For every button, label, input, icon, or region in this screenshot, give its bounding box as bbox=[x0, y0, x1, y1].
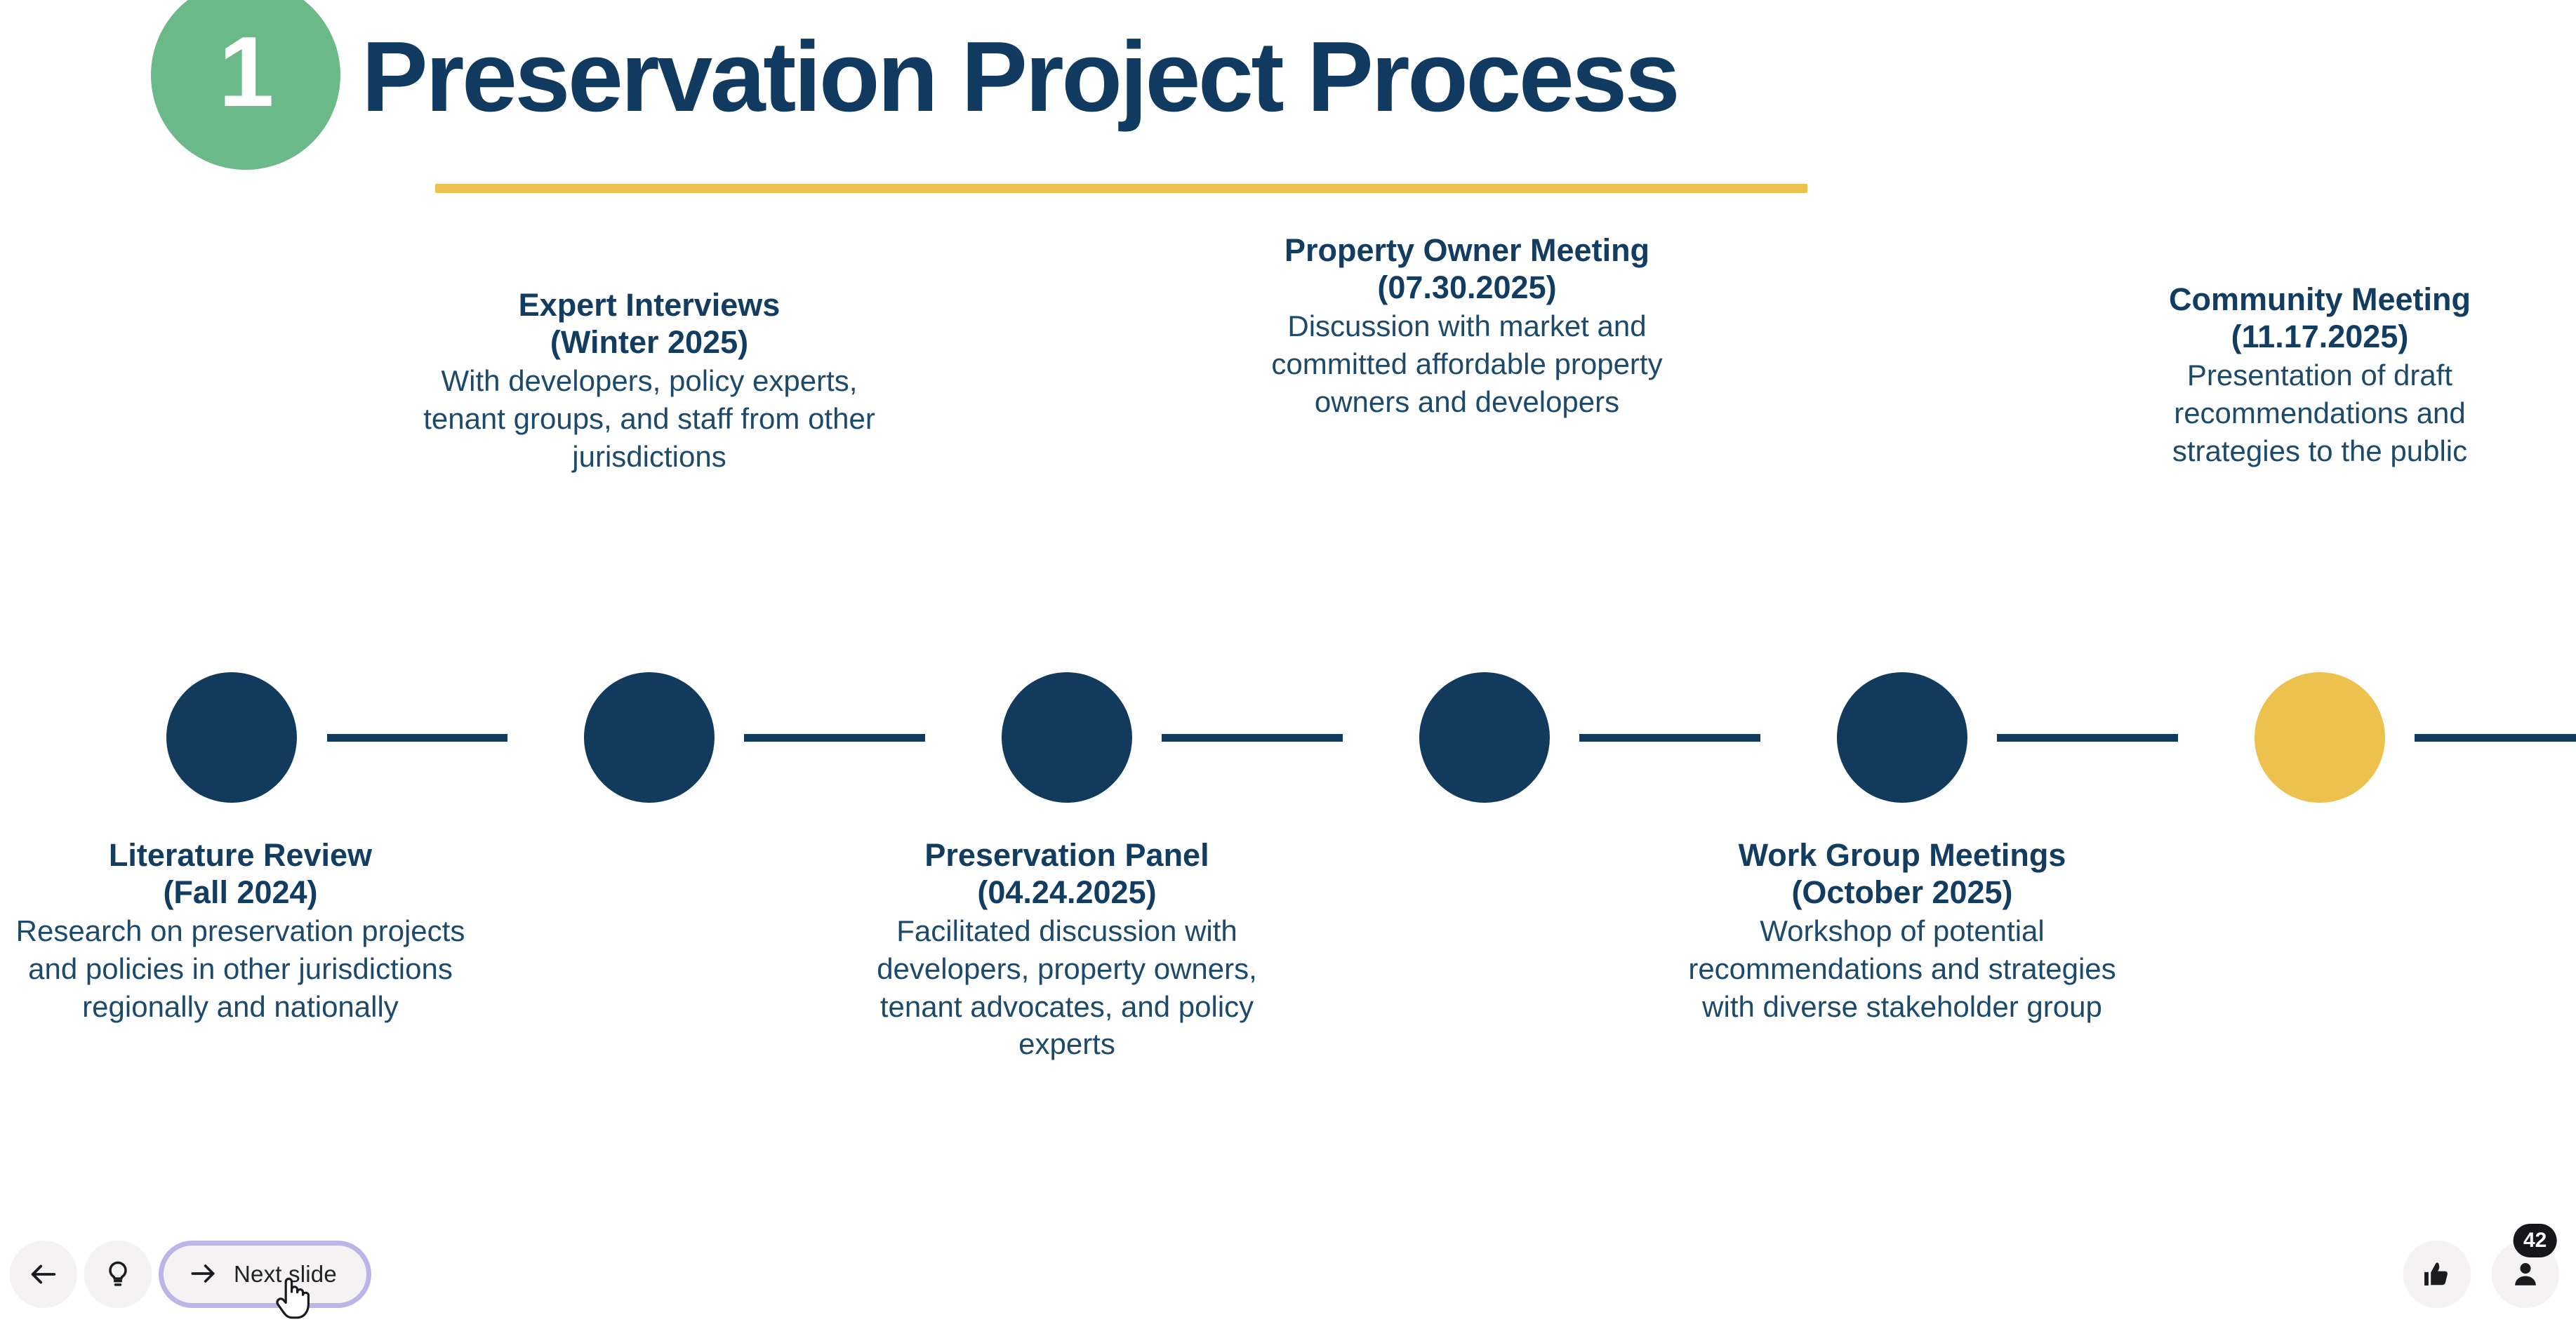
milestone-date: (07.30.2025) bbox=[1377, 269, 1557, 306]
audience-count-badge: 42 bbox=[2513, 1224, 2557, 1257]
arrow-right-icon bbox=[187, 1258, 218, 1291]
timeline-connector bbox=[1579, 734, 1760, 742]
slide-header: 1 Preservation Project Process bbox=[0, 0, 2576, 211]
timeline-dot-preservation-panel bbox=[1002, 672, 1132, 803]
step-number-badge: 1 bbox=[151, 0, 340, 170]
milestone-title: Preservation Panel bbox=[924, 837, 1209, 873]
milestone-description: Research on preservation projects and po… bbox=[15, 914, 465, 1023]
timeline-dot-work-group-meetings bbox=[1837, 672, 1967, 803]
next-slide-label: Next slide bbox=[234, 1261, 337, 1287]
next-slide-focus-ring: Next slide bbox=[159, 1241, 371, 1308]
timeline-dot-property-owner-meeting bbox=[1419, 672, 1550, 803]
milestone-date: (October 2025) bbox=[1791, 874, 2013, 911]
title-underline-rule bbox=[435, 184, 1807, 193]
lightbulb-icon bbox=[103, 1260, 133, 1289]
presentation-nav-controls: Next slide bbox=[10, 1241, 371, 1308]
timeline-connector bbox=[2415, 734, 2576, 742]
milestone-title: Literature Review bbox=[108, 837, 373, 873]
milestone-description: With developers, policy experts, tenant … bbox=[423, 364, 875, 473]
arrow-left-icon bbox=[27, 1258, 60, 1290]
milestone-work-group-meetings: Work Group Meetings (October 2025) Works… bbox=[1688, 836, 2116, 1025]
step-number-label: 1 bbox=[218, 16, 274, 128]
milestone-description: Facilitated discussion with developers, … bbox=[877, 914, 1257, 1061]
milestone-description: Presentation of draft recommendations an… bbox=[2172, 359, 2468, 467]
milestone-title: Work Group Meetings bbox=[1738, 837, 2066, 873]
thumbs-up-icon bbox=[2422, 1259, 2452, 1290]
milestone-title: Property Owner Meeting bbox=[1284, 232, 1650, 268]
milestone-date: (Winter 2025) bbox=[550, 324, 749, 361]
timeline-dot-expert-interviews bbox=[584, 672, 715, 803]
milestone-date: (04.24.2025) bbox=[977, 874, 1157, 911]
next-slide-button[interactable]: Next slide bbox=[164, 1246, 366, 1303]
like-button[interactable] bbox=[2403, 1241, 2471, 1308]
milestone-date: (Fall 2024) bbox=[163, 874, 318, 911]
milestone-literature-review: Literature Review (Fall 2024) Research o… bbox=[7, 836, 474, 1025]
timeline-dot-community-meeting bbox=[2255, 672, 2385, 803]
timeline-connector bbox=[744, 734, 925, 742]
timeline-connector bbox=[327, 734, 507, 742]
page-title: Preservation Project Process bbox=[361, 21, 1680, 133]
person-icon bbox=[2510, 1259, 2541, 1290]
milestone-expert-interviews: Expert Interviews (Winter 2025) With dev… bbox=[421, 286, 877, 475]
timeline-connector bbox=[1997, 734, 2178, 742]
milestone-preservation-panel: Preservation Panel (04.24.2025) Facilita… bbox=[839, 836, 1295, 1063]
presenter-tips-button[interactable] bbox=[84, 1241, 152, 1308]
timeline-connector bbox=[1162, 734, 1343, 742]
milestone-title: Expert Interviews bbox=[518, 287, 781, 323]
milestone-property-owner-meeting: Property Owner Meeting (07.30.2025) Disc… bbox=[1263, 232, 1671, 420]
timeline-dot-literature-review bbox=[166, 672, 297, 803]
milestone-community-meeting: Community Meeting (11.17.2025) Presentat… bbox=[2113, 281, 2527, 469]
milestone-title: Community Meeting bbox=[2168, 281, 2471, 317]
milestone-description: Workshop of potential recommendations an… bbox=[1688, 914, 2116, 1023]
audience-count-wrapper: 42 bbox=[2492, 1224, 2559, 1308]
presentation-audience-controls: 42 bbox=[2403, 1224, 2559, 1308]
milestone-description: Discussion with market and committed aff… bbox=[1271, 309, 1663, 418]
previous-slide-button[interactable] bbox=[10, 1241, 77, 1308]
milestone-date: (11.17.2025) bbox=[2231, 319, 2409, 355]
